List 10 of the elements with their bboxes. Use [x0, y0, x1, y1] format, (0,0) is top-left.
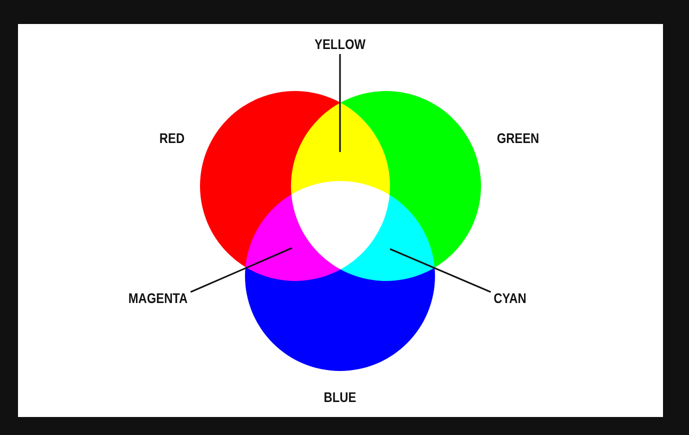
color-label: BLUE: [324, 389, 356, 405]
light-circle: [245, 181, 435, 371]
color-label: RED: [159, 130, 185, 146]
color-label: CYAN: [494, 290, 526, 306]
color-label: YELLOW: [314, 36, 366, 52]
leader-line: [339, 54, 341, 152]
color-label: MAGENTA: [128, 290, 188, 306]
leader-line: [190, 247, 292, 293]
leader-line: [390, 248, 491, 293]
color-label: GREEN: [496, 130, 540, 146]
